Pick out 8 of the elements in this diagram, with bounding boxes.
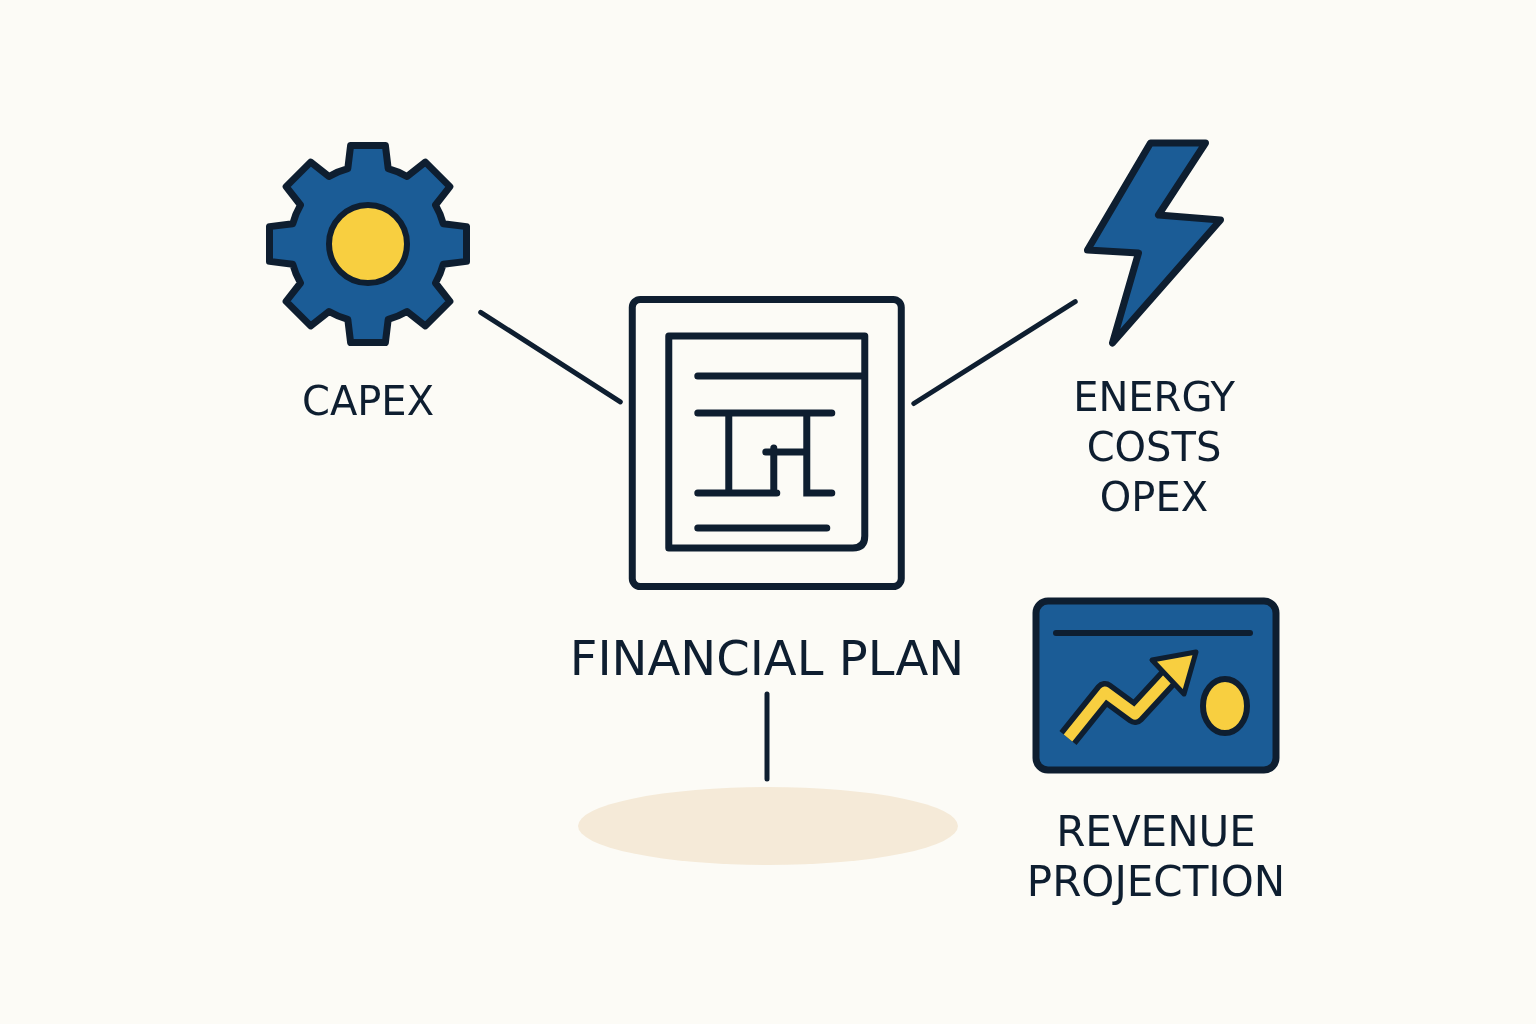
connector-line: [764, 691, 770, 782]
node-label: ENERGY COSTS OPEX: [1072, 373, 1236, 522]
ellipse: [578, 787, 958, 865]
node-label: REVENUE PROJECTION: [1025, 807, 1287, 907]
connector-line: [478, 309, 623, 405]
node-label: FINANCIAL PLAN: [569, 630, 965, 686]
node-label: CAPEX: [301, 377, 435, 425]
connector-line: [911, 299, 1078, 406]
